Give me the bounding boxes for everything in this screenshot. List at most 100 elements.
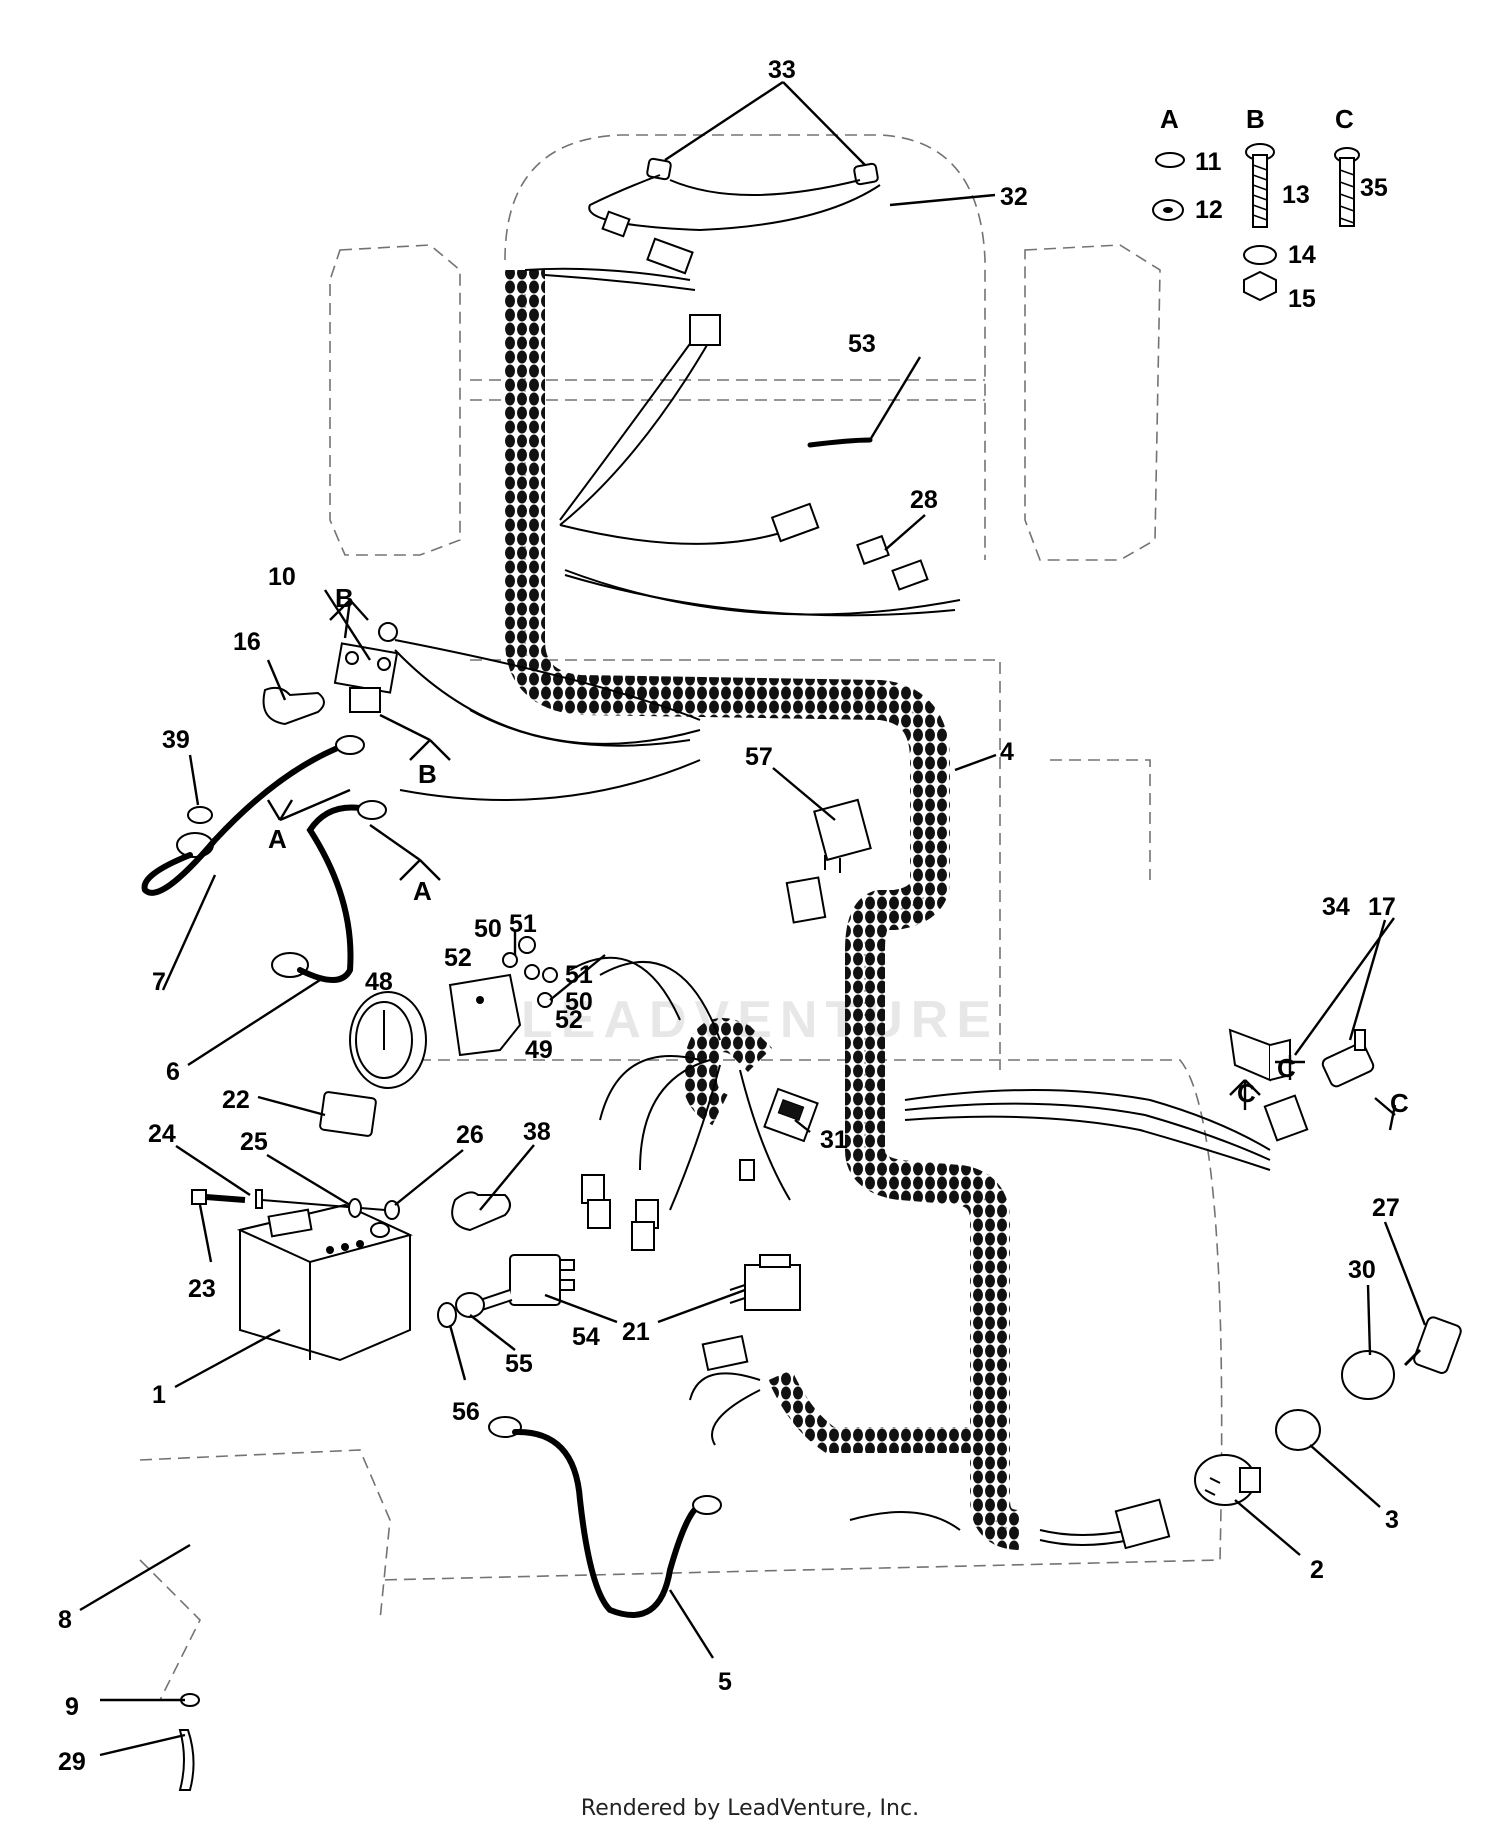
callout-32: 32	[1000, 183, 1028, 211]
battery-cables-top	[141, 735, 387, 983]
callout-30: 30	[1348, 1256, 1376, 1284]
callout-15: 15	[1288, 285, 1316, 313]
hardware-group-c	[1334, 147, 1360, 227]
tractor-outline	[139, 134, 1223, 1701]
callout-26: 26	[456, 1121, 484, 1149]
callout-55: 55	[505, 1350, 533, 1378]
callout-34: 34	[1322, 893, 1350, 921]
ignition-switch-plug	[1114, 1498, 1171, 1550]
terminal-boot-2	[451, 1191, 511, 1232]
callout-51a: 51	[509, 910, 537, 938]
gauge-bracket	[448, 973, 522, 1057]
callout-labels: 33 32 53 28 4 57 34 17 10 16 39 7 48 6 4…	[58, 56, 1400, 1776]
marker-b-2: B	[418, 759, 437, 789]
callout-10: 10	[268, 563, 296, 591]
callout-50b: 50	[565, 988, 593, 1016]
callout-53: 53	[848, 330, 876, 358]
callout-8: 8	[58, 1606, 72, 1634]
callout-49: 49	[525, 1036, 553, 1064]
callout-12: 12	[1195, 196, 1223, 224]
ground-cable	[488, 1416, 722, 1618]
marker-a-1: A	[268, 824, 287, 854]
callout-56: 56	[452, 1398, 480, 1426]
harness-connector	[785, 876, 827, 924]
pto-solenoid	[701, 1254, 801, 1372]
callout-31: 31	[820, 1126, 848, 1154]
callout-27: 27	[1372, 1194, 1400, 1222]
marker-c-3: C	[1390, 1088, 1409, 1118]
mount-washer	[437, 1302, 457, 1328]
switch-bezel	[1341, 1350, 1395, 1400]
callout-2: 2	[1310, 1556, 1324, 1584]
branch-wires	[394, 267, 1271, 1546]
callout-11: 11	[1195, 148, 1222, 176]
decal	[319, 1091, 377, 1137]
callout-25: 25	[240, 1128, 268, 1156]
callout-5: 5	[718, 1668, 732, 1696]
starter-solenoid	[333, 622, 399, 713]
switch-nut	[1275, 1409, 1321, 1451]
small-hardware	[502, 936, 558, 1008]
callout-50a: 50	[474, 915, 502, 943]
marker-c-1: C	[1237, 1078, 1256, 1108]
marker-b-1: B	[335, 583, 354, 613]
callout-4: 4	[1000, 738, 1014, 766]
callout-52a: 52	[444, 944, 472, 972]
connection-marker-ticks	[266, 599, 1397, 1131]
callout-39: 39	[162, 726, 190, 754]
callout-14: 14	[1288, 241, 1316, 269]
terminal-boot	[262, 686, 325, 726]
callout-17: 17	[1368, 893, 1396, 921]
callout-7: 7	[152, 968, 166, 996]
nut	[187, 806, 213, 824]
callout-16: 16	[233, 628, 261, 656]
marker-c-2: C	[1277, 1053, 1296, 1083]
callout-54: 54	[572, 1323, 600, 1351]
watermark: LEADVENTURE	[520, 991, 1000, 1049]
ignition-toggle	[478, 1254, 575, 1312]
callout-24: 24	[148, 1120, 176, 1148]
callout-22: 22	[222, 1086, 250, 1114]
mount-nut	[455, 1292, 485, 1318]
main-wire-harness-coil	[505, 270, 1022, 1550]
leader-lines	[79, 80, 1427, 1757]
callout-9: 9	[65, 1693, 79, 1721]
battery-hold-down	[191, 1189, 400, 1220]
callout-3: 3	[1385, 1506, 1399, 1534]
marker-a-2: A	[413, 876, 432, 906]
callout-21: 21	[622, 1318, 650, 1346]
headlight-harness-connectors	[601, 210, 721, 346]
connector-plugs	[770, 502, 929, 591]
callout-23: 23	[188, 1275, 216, 1303]
callout-35: 35	[1360, 174, 1388, 202]
callout-48: 48	[365, 968, 393, 996]
callout-38: 38	[523, 1118, 551, 1146]
headlight-bulbs	[588, 157, 881, 232]
fuse-holder	[178, 1693, 200, 1791]
callout-1: 1	[152, 1381, 166, 1409]
hardware-group-b	[1243, 143, 1277, 302]
callout-57: 57	[745, 743, 773, 771]
gauge	[349, 991, 427, 1089]
group-b-label: B	[1246, 104, 1265, 134]
callout-52b: 52	[555, 1006, 583, 1034]
switch	[763, 1087, 819, 1143]
callout-13: 13	[1282, 181, 1310, 209]
connector-pairs	[581, 1159, 755, 1251]
callout-51b: 51	[565, 961, 593, 989]
harness-plug	[1263, 1094, 1309, 1142]
callout-6: 6	[166, 1058, 180, 1086]
ignition-switch	[1194, 1454, 1261, 1506]
battery	[236, 1203, 413, 1362]
callout-29: 29	[58, 1748, 86, 1776]
group-a-label: A	[1160, 104, 1179, 134]
group-c-label: C	[1335, 104, 1354, 134]
ignition-key	[1403, 1316, 1462, 1374]
hardware-group-a	[1152, 152, 1185, 221]
callout-33: 33	[768, 56, 796, 84]
connection-marker-labels: B B A A C C C	[268, 583, 1409, 1118]
callout-28: 28	[910, 486, 938, 514]
render-credit: Rendered by LeadVenture, Inc.	[580, 1796, 920, 1821]
safety-switch	[1321, 1029, 1375, 1088]
